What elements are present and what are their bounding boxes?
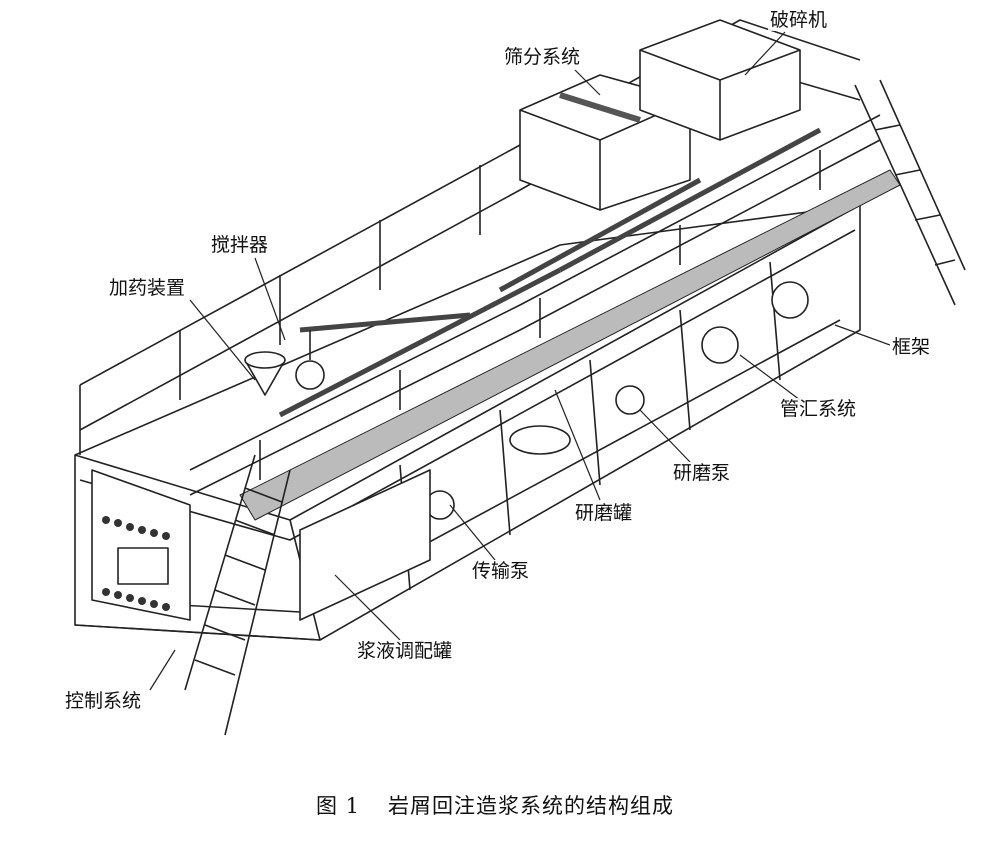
caption-title: 岩屑回注造浆系统的结构组成: [388, 794, 675, 818]
label-transfer-pump: 传输泵: [470, 560, 532, 582]
label-sieve: 筛分系统: [502, 46, 583, 68]
manifold-pumps: [701, 281, 809, 364]
container-frame: [74, 204, 861, 641]
grinding-tank: [509, 425, 571, 455]
grinding-pump: [615, 385, 645, 415]
equipment-drawing: [74, 19, 966, 736]
caption-number: 图 1: [315, 794, 361, 818]
label-slurry-tank: 浆液调配罐: [355, 640, 455, 662]
label-grind-pump: 研磨泵: [671, 462, 733, 484]
figure-caption: 图 1 岩屑回注造浆系统的结构组成: [0, 790, 990, 820]
label-crusher: 破碎机: [768, 9, 830, 31]
rear-ladder: [854, 79, 966, 306]
label-manifold: 管汇系统: [778, 398, 859, 420]
label-grind-tank: 研磨罐: [573, 502, 635, 524]
label-control: 控制系统: [63, 690, 144, 712]
crusher-unit: [639, 19, 801, 141]
mixer: [295, 330, 325, 390]
leader-lines: [149, 31, 891, 691]
label-mixer: 搅拌器: [209, 234, 271, 256]
label-dosing: 加药装置: [107, 277, 188, 299]
dosing-device: [244, 351, 286, 396]
slurry-tank: [299, 469, 431, 621]
front-ladder: [184, 454, 291, 736]
control-panel: [91, 469, 191, 621]
manifold-piping: [278, 127, 822, 418]
label-frame: 框架: [890, 336, 933, 358]
